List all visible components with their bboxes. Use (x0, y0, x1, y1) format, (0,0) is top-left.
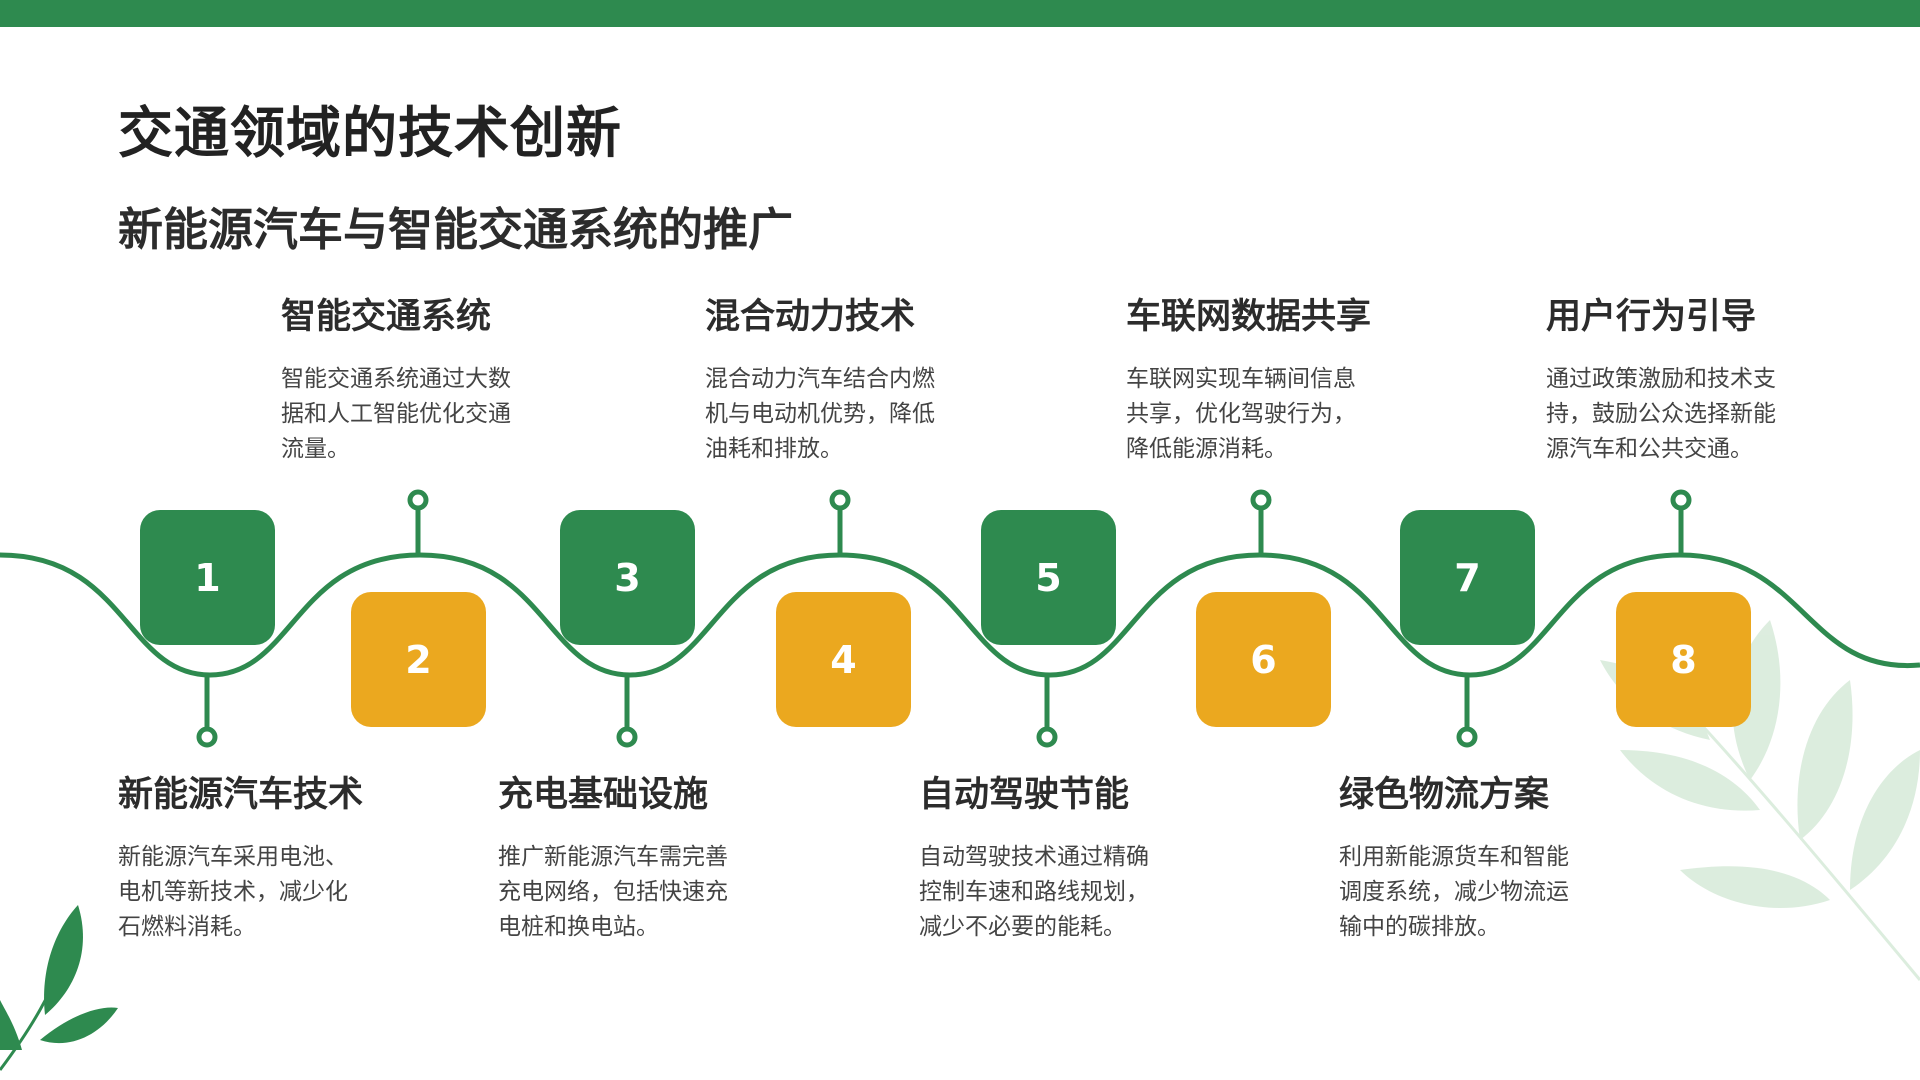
step-box-3: 3 (560, 510, 695, 645)
step-number: 7 (1454, 555, 1481, 600)
step-box-4: 4 (776, 592, 911, 727)
leaf-decoration-left-icon (0, 905, 118, 1071)
step-desc-5: 自动驾驶技术通过精确控制车速和路线规划，减少不必要的能耗。 (919, 844, 1149, 940)
step-desc-6: 车联网实现车辆间信息共享，优化驾驶行为，降低能源消耗。 (1126, 366, 1356, 462)
step-box-2: 2 (351, 592, 486, 727)
step-desc-8: 通过政策激励和技术支持，鼓励公众选择新能源汽车和公共交通。 (1546, 366, 1776, 462)
connector-dot-5 (1036, 726, 1058, 748)
connector-dot-8 (1670, 489, 1692, 511)
step-title-8: 用户行为引导 (1546, 297, 1757, 337)
connector-dot-4 (829, 489, 851, 511)
step-title-4: 混合动力技术 (705, 297, 916, 337)
step-title-1: 新能源汽车技术 (118, 775, 364, 815)
step-box-6: 6 (1196, 592, 1331, 727)
step-box-7: 7 (1400, 510, 1535, 645)
step-number: 2 (405, 637, 432, 682)
step-number: 4 (830, 637, 857, 682)
connector-dot-1 (196, 726, 218, 748)
step-number: 3 (614, 555, 641, 600)
step-title-6: 车联网数据共享 (1126, 297, 1372, 337)
step-title-2: 智能交通系统 (281, 297, 492, 337)
timeline-wave-line (0, 552, 1920, 678)
step-desc-1: 新能源汽车采用电池、电机等新技术，减少化石燃料消耗。 (118, 844, 348, 940)
step-desc-2: 智能交通系统通过大数据和人工智能优化交通流量。 (281, 366, 511, 462)
step-desc-4: 混合动力汽车结合内燃机与电动机优势，降低油耗和排放。 (705, 366, 935, 462)
step-box-8: 8 (1616, 592, 1751, 727)
step-title-7: 绿色物流方案 (1339, 775, 1550, 815)
connector-dot-3 (616, 726, 638, 748)
step-number: 8 (1670, 637, 1697, 682)
page-subtitle: 新能源汽车与智能交通系统的推广 (118, 203, 794, 256)
connector-dot-6 (1250, 489, 1272, 511)
connector-dot-7 (1456, 726, 1478, 748)
step-title-5: 自动驾驶节能 (919, 775, 1130, 815)
step-number: 6 (1250, 637, 1277, 682)
step-box-1: 1 (140, 510, 275, 645)
step-number: 1 (194, 555, 221, 600)
step-desc-7: 利用新能源货车和智能调度系统，减少物流运输中的碳排放。 (1339, 844, 1569, 940)
step-box-5: 5 (981, 510, 1116, 645)
step-title-3: 充电基础设施 (498, 775, 709, 815)
step-desc-3: 推广新能源汽车需完善充电网络，包括快速充电桩和换电站。 (498, 844, 728, 940)
step-number: 5 (1035, 555, 1062, 600)
page-title: 交通领域的技术创新 (118, 101, 623, 165)
connector-dot-2 (407, 489, 429, 511)
top-accent-bar (0, 0, 1920, 27)
